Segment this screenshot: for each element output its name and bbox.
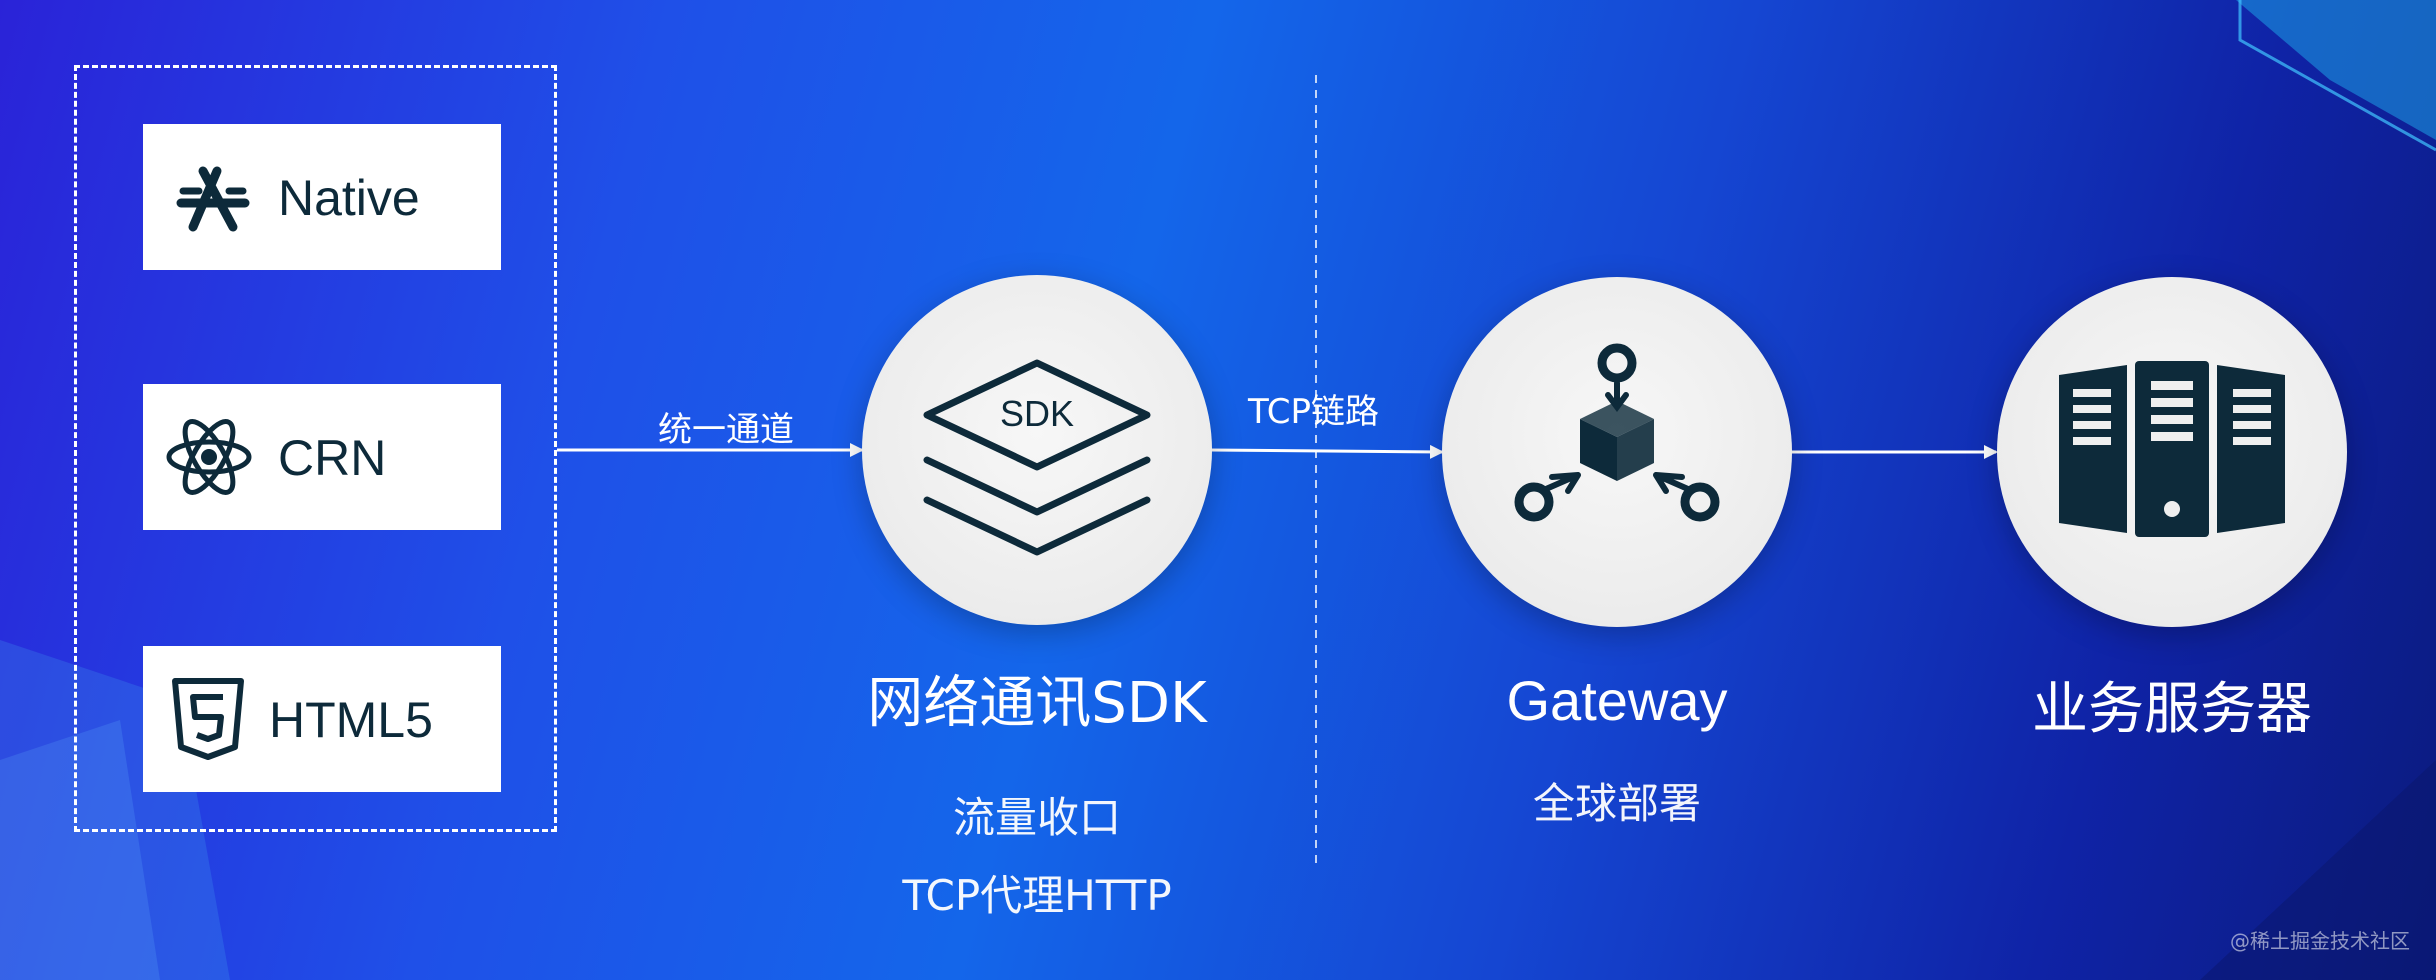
gateway-subtitle: 全球部署 xyxy=(1532,779,1701,828)
gateway-hub-icon xyxy=(1514,343,1720,522)
client-card-crn: CRN xyxy=(143,384,501,530)
app-store-icon xyxy=(176,166,250,232)
gateway-title: Gateway xyxy=(1506,669,1728,732)
html5-icon xyxy=(172,678,244,760)
sdk-subtitle-tcp-proxy: TCP代理HTTP xyxy=(902,871,1172,920)
edge-label-unified-channel: 统一通道 xyxy=(658,410,794,450)
sdk-badge-label: SDK xyxy=(999,393,1075,434)
sdk-subtitle-traffic: 流量收口 xyxy=(952,793,1121,842)
gateway-node xyxy=(1442,277,1792,627)
arrow-sdk-to-gateway xyxy=(1209,444,1444,459)
edge-label-tcp-link: TCP链路 xyxy=(1248,392,1380,432)
server-rack-icon xyxy=(2059,361,2285,537)
client-card-html5: HTML5 xyxy=(143,646,501,792)
sdk-title: 网络通讯SDK xyxy=(867,671,1207,736)
sdk-node: SDK xyxy=(862,275,1212,625)
client-card-native: Native xyxy=(143,124,501,270)
client-label-native: Native xyxy=(278,170,420,226)
client-label-html5: HTML5 xyxy=(269,692,433,748)
server-title: 业务服务器 xyxy=(2032,677,2312,742)
layers-icon xyxy=(923,359,1151,556)
client-group-box xyxy=(74,65,557,832)
client-label-crn: CRN xyxy=(278,430,387,486)
react-icon xyxy=(166,419,252,495)
watermark: @稀土掘金技术社区 xyxy=(2230,929,2410,953)
server-node xyxy=(1997,277,2347,627)
